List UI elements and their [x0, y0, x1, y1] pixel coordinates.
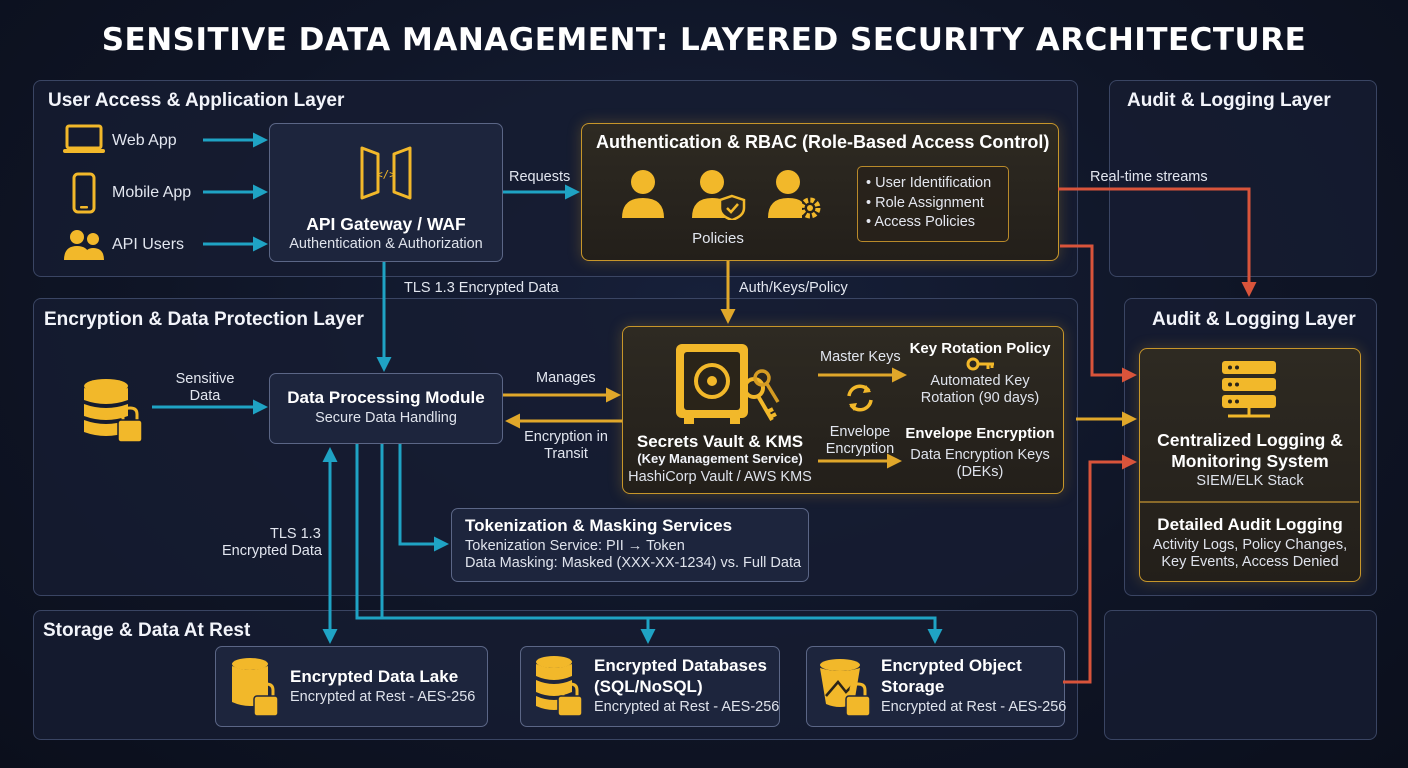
audit-detail-1: Activity Logs, Policy Changes,: [1152, 537, 1348, 553]
flow-label-tls-2: Encrypted Data: [222, 543, 322, 559]
tokenization-line-1: Tokenization Service: PII → Token: [465, 538, 685, 554]
svg-text:</>: </>: [376, 168, 396, 181]
tokenization-line-2: Data Masking: Masked (XXX-XX-1234) vs. F…: [465, 555, 802, 571]
api-gateway-box: [269, 123, 503, 262]
user-access-layer-title: User Access & Application Layer: [48, 90, 345, 111]
secrets-vault-provider: HashiCorp Vault / AWS KMS: [628, 469, 812, 485]
flow-label-transit-2: Transit: [544, 446, 588, 462]
envelope-encryption-desc-1: Data Encryption Keys: [910, 447, 1050, 463]
gateway-icon: </>: [360, 146, 412, 200]
rotation-icon: [847, 384, 873, 412]
flow-label-sensitive-1: Sensitive: [175, 371, 235, 387]
user-gear-icon: [768, 170, 821, 219]
key-rotation-desc-2: Rotation (90 days): [920, 390, 1040, 406]
client-api-users: API Users: [112, 236, 185, 253]
flow-label-sensitive-2: Data: [189, 388, 221, 404]
envelope-encryption-desc-2: (DEKs): [956, 464, 1004, 480]
policies-label: Policies: [692, 230, 744, 247]
data-lake-subtitle: Encrypted at Rest - AES-256: [290, 689, 476, 705]
logging-title-2: Monitoring System: [1171, 451, 1329, 471]
audit-detail-2: Key Events, Access Denied: [1161, 554, 1339, 570]
policy-item: Access Policies: [866, 213, 991, 233]
policy-item: User Identification: [866, 174, 991, 194]
key-icon: [966, 357, 994, 371]
databases-title: Encrypted Databases: [594, 656, 767, 675]
key-rotation-desc-1: Automated Key: [930, 373, 1030, 389]
key-rotation-title: Key Rotation Policy: [909, 340, 1051, 357]
object-storage-title: Encrypted Object: [881, 656, 1022, 675]
audit-layer-top-title: Audit & Logging Layer: [1127, 90, 1331, 111]
vault-icon: [676, 344, 780, 424]
page-title: SENSITIVE DATA MANAGEMENT: LAYERED SECUR…: [101, 22, 1307, 58]
audit-layer-main-title: Audit & Logging Layer: [1152, 309, 1356, 330]
envelope-label-1: Envelope: [829, 424, 891, 440]
flow-label-tls-1: TLS 1.3: [270, 526, 321, 542]
user-shield-icon: [692, 170, 746, 220]
client-mobile-app: Mobile App: [112, 184, 192, 201]
flow-label-auth-keys: Auth/Keys/Policy: [739, 280, 848, 296]
data-processing-subtitle: Secure Data Handling: [315, 410, 457, 426]
object-storage-subtitle: Encrypted at Rest - AES-256: [881, 699, 1067, 715]
data-processing-title: Data Processing Module: [287, 388, 485, 407]
encryption-layer-title: Encryption & Data Protection Layer: [44, 309, 364, 330]
user-icon: [622, 170, 664, 218]
flow-label-realtime: Real-time streams: [1090, 169, 1208, 185]
server-icon: [1222, 361, 1276, 418]
envelope-encryption-title: Envelope Encryption: [905, 425, 1055, 442]
auth-rbac-title: Authentication & RBAC (Role-Based Access…: [596, 132, 1050, 152]
audit-layer-bottom: [1104, 610, 1377, 740]
secrets-vault-title: Secrets Vault & KMS: [636, 432, 804, 451]
object-storage-title-2: Storage: [881, 677, 945, 696]
flow-label-tls-encrypted: TLS 1.3 Encrypted Data: [404, 280, 559, 296]
api-gateway-subtitle: Authentication & Authorization: [289, 236, 483, 252]
users-icon: [64, 230, 104, 260]
flow-label-requests: Requests: [509, 169, 571, 185]
logging-subtitle: SIEM/ELK Stack: [1196, 473, 1304, 489]
master-keys-label: Master Keys: [820, 349, 901, 365]
databases-title-2: (SQL/NoSQL): [594, 677, 703, 696]
laptop-icon: [63, 124, 105, 153]
policy-item: Role Assignment: [866, 194, 991, 214]
client-web-app: Web App: [112, 132, 177, 149]
storage-layer-title: Storage & Data At Rest: [43, 620, 251, 641]
logging-title-1: Centralized Logging &: [1157, 430, 1343, 450]
sensitive-database-icon: [84, 379, 143, 443]
data-processing-box: [269, 373, 503, 444]
flow-label-transit-1: Encryption in: [524, 429, 608, 445]
data-lake-title: Encrypted Data Lake: [290, 667, 459, 686]
secrets-vault-subtitle: (Key Management Service): [637, 451, 803, 466]
data-lake-db-lock-icon: [232, 658, 279, 717]
flow-label-manages: Manages: [536, 370, 596, 386]
bucket-lock-icon: [820, 659, 871, 717]
audit-detail-title: Detailed Audit Logging: [1157, 515, 1343, 534]
auth-policy-list: User Identification Role Assignment Acce…: [866, 174, 991, 233]
databases-subtitle: Encrypted at Rest - AES-256: [594, 699, 780, 715]
databases-db-lock-icon: [536, 656, 583, 717]
envelope-label-2: Encryption: [825, 441, 895, 457]
api-gateway-title: API Gateway / WAF: [306, 214, 466, 234]
mobile-icon: [72, 172, 96, 214]
logging-divider: [1140, 501, 1359, 503]
tokenization-title: Tokenization & Masking Services: [465, 516, 733, 535]
